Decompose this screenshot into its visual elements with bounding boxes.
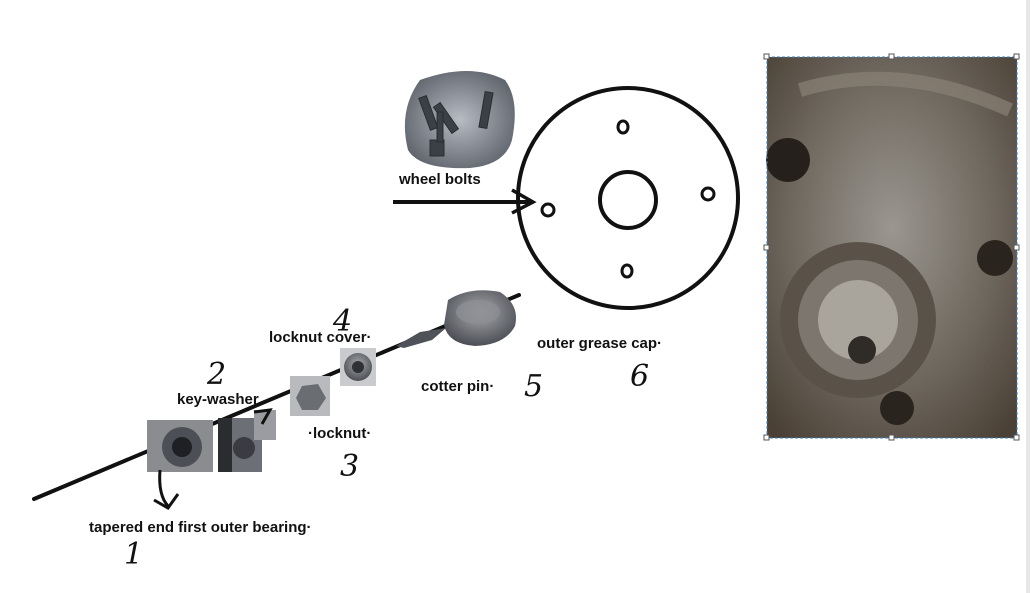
axle-line	[32, 293, 521, 501]
label-locknut-cover: locknut cover·	[269, 329, 372, 346]
label-outer-grease-cap: outer grease cap·	[537, 335, 663, 352]
hub-stud-hole-bottom	[620, 263, 634, 279]
step-number-4: 4	[333, 304, 353, 339]
key-washer-tick	[253, 408, 273, 425]
tapered-bearing-photo	[147, 420, 213, 472]
hub-stud-hole-top	[616, 119, 630, 135]
label-key-washer: key-washer	[177, 391, 259, 408]
key-washer-photo	[218, 410, 276, 472]
wheel-bolts-arrow	[393, 188, 537, 215]
label-tapered-bearing: tapered end first outer bearing·	[89, 519, 312, 536]
hub-outline	[516, 86, 740, 310]
grease-cap-photo	[444, 290, 516, 346]
label-locknut: ·locknut·	[308, 425, 372, 442]
label-cotter-pin: cotter pin·	[421, 378, 495, 395]
step-number-3: 3	[340, 449, 360, 484]
window-edge	[1026, 0, 1030, 593]
hub-outer-ring	[516, 86, 740, 310]
step-number-6: 6	[630, 359, 650, 394]
locknut-photo	[290, 376, 330, 416]
step-number-5: 5	[524, 369, 544, 404]
step-number-2: 2	[207, 357, 227, 392]
bearing-arrow	[153, 469, 180, 510]
step-number-1: 1	[124, 537, 144, 572]
cotter-pin-photo	[396, 328, 446, 348]
hub-center-hole	[598, 170, 658, 230]
hub-stud-hole-left	[540, 202, 556, 218]
wheel-bolts-photo	[404, 71, 515, 169]
hub-stud-hole-right	[700, 186, 716, 202]
label-wheel-bolts: wheel bolts	[399, 171, 481, 188]
locknut-cover-photo	[340, 348, 376, 386]
hub-photo	[763, 53, 1020, 441]
